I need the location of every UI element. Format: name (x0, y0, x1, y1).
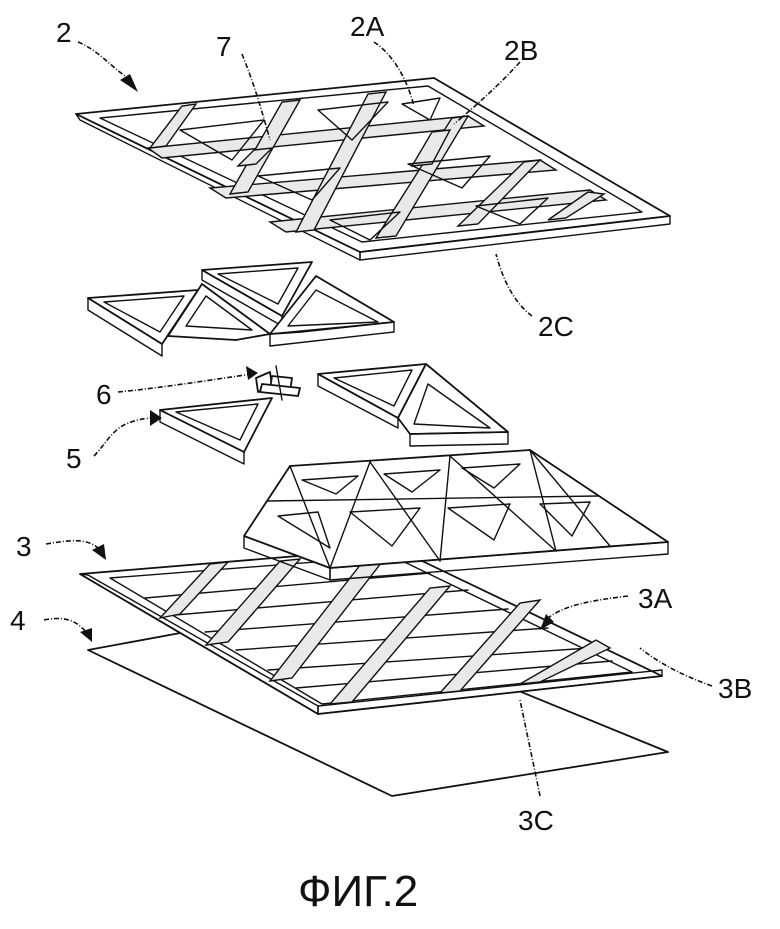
label-2: 2 (56, 17, 72, 48)
middle-lattice-module (243, 449, 669, 581)
top-lattice-2 (75, 77, 671, 261)
label-2B: 2B (504, 35, 538, 66)
label-2A: 2A (350, 11, 385, 42)
label-7: 7 (216, 31, 232, 62)
label-3: 3 (16, 531, 32, 562)
reference-labels: 2 2A 2B 7 2C 6 5 3 4 3A 3B 3C (10, 11, 752, 836)
label-3B: 3B (718, 673, 752, 704)
label-3C: 3C (518, 805, 554, 836)
label-6: 6 (96, 379, 112, 410)
lower-lattice-3 (79, 547, 663, 715)
label-4: 4 (10, 605, 26, 636)
leader-lines (43, 41, 713, 797)
label-3A: 3A (638, 583, 673, 614)
cross-connector-6 (255, 365, 301, 401)
label-5: 5 (66, 443, 82, 474)
triangle-module-group-upper (87, 261, 395, 357)
label-2C: 2C (538, 311, 574, 342)
figure-caption: ФИГ.2 (298, 867, 418, 916)
triangle-module-group-lower (159, 363, 509, 465)
